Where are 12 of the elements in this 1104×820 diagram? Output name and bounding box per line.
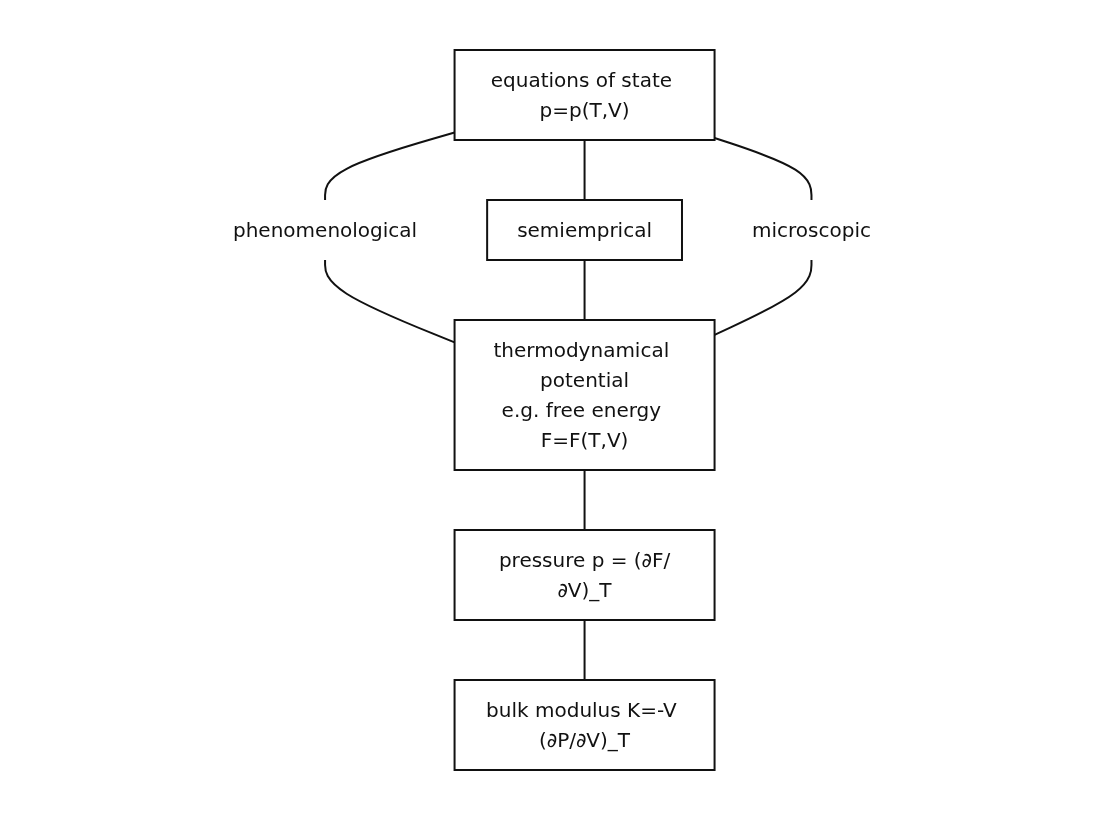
connector [583, 139, 586, 201]
connector [583, 619, 586, 681]
node-box: equations of state p=p(T,V) [453, 49, 716, 141]
connector [583, 469, 586, 531]
connector [713, 136, 813, 201]
node-box: semiemprical [486, 199, 683, 261]
node-box: thermodynamical potential e.g. free energy F=F(T,V) [453, 319, 716, 471]
node-text: microscopic [752, 218, 871, 242]
node-box: bulk modulus K=-V (∂P/∂V)_T [453, 679, 716, 771]
connector [583, 259, 586, 321]
node-box: pressure p = (∂F/∂V)_T [453, 529, 716, 621]
node-text: phenomenological [233, 218, 418, 242]
